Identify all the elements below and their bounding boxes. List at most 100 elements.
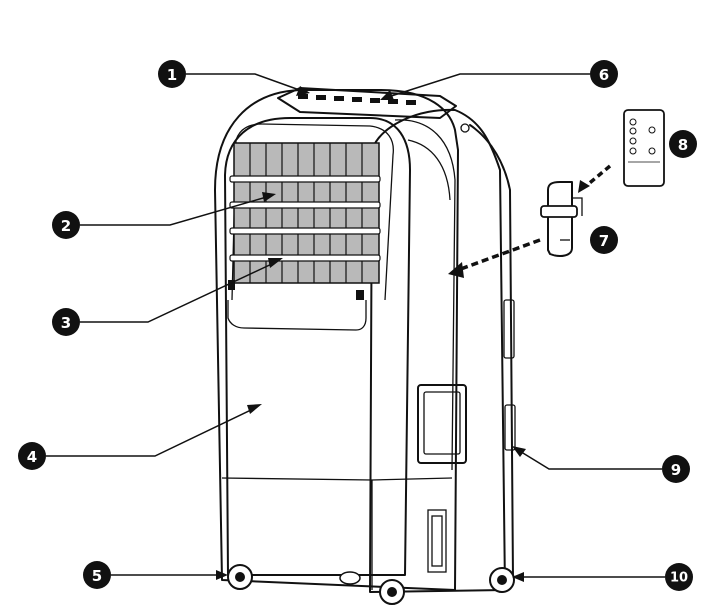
arrowhead (512, 446, 526, 457)
callout-number: 2 (61, 217, 71, 235)
remote-holder-strap (540, 205, 578, 218)
callout-number: 8 (678, 136, 688, 154)
remote-holder (540, 181, 583, 257)
leader-line-2 (80, 195, 271, 226)
leader-line-9 (517, 449, 662, 470)
wheel-hub (387, 587, 397, 597)
cooler-side-curve (394, 119, 456, 471)
water-level-window (431, 515, 443, 567)
callout-7: 7 (590, 226, 618, 254)
remote-power-icon (629, 118, 637, 126)
cooler-front-face (224, 117, 411, 576)
callout-number: 7 (599, 232, 609, 250)
remote-control (623, 109, 665, 187)
louver-grille (228, 142, 381, 300)
rear-handle-lower (504, 404, 516, 451)
callout-number: 10 (670, 571, 688, 586)
wheel-rear-left (339, 571, 361, 585)
callout-badge (662, 455, 690, 483)
wheel-hub (235, 572, 245, 582)
control-button (406, 100, 416, 105)
callout-3: 3 (52, 308, 80, 336)
dashed-arrow-holder-to-unit (457, 238, 541, 272)
remote-holder-body (547, 181, 573, 257)
cooler-side-panel (369, 108, 506, 593)
control-button (334, 96, 344, 101)
leader-line-6 (384, 73, 590, 99)
leader-line-1 (186, 73, 306, 93)
callout-number: 6 (599, 66, 609, 84)
callout-number: 9 (671, 461, 681, 479)
callout-2: 2 (52, 211, 80, 239)
wheel-hub (497, 575, 507, 585)
arrowhead (512, 572, 524, 582)
callout-badge (158, 60, 186, 88)
grille-frame (231, 123, 394, 301)
horizontal-vane (229, 227, 381, 235)
control-button (316, 95, 326, 100)
arrowhead (268, 258, 283, 268)
remote-swing-icon (648, 126, 656, 134)
callout-number: 5 (92, 567, 102, 585)
callout-badge (18, 442, 46, 470)
arrowhead (578, 180, 590, 193)
callout-8: 8 (669, 130, 697, 158)
cooler-side-highlight (407, 139, 451, 201)
water-tank-line (221, 477, 453, 481)
grille-clip-right (356, 290, 364, 300)
leader-arrowheads (216, 86, 526, 582)
control-button (352, 97, 362, 102)
callout-number: 3 (61, 314, 71, 332)
horizontal-vane (229, 254, 381, 262)
callout-badge (665, 563, 693, 591)
arrowhead (380, 90, 394, 100)
callout-badge (669, 130, 697, 158)
remote-cool-icon (648, 147, 656, 155)
callout-badge (590, 226, 618, 254)
leader-line-3 (80, 261, 277, 323)
dashed-arrow-remote-to-holder (584, 164, 612, 188)
leader-line-4 (46, 407, 256, 457)
control-button (370, 98, 380, 103)
rear-handle-upper (503, 299, 515, 359)
control-button (388, 99, 398, 104)
arrowhead (448, 262, 464, 278)
callout-1: 1 (158, 60, 186, 88)
castor-wheels (227, 564, 515, 605)
remote-mode-icon (629, 127, 637, 135)
cooler-rear-edge (469, 124, 514, 589)
louver-area (233, 142, 380, 284)
water-inlet-inner (423, 391, 461, 455)
leader-lines (46, 73, 665, 578)
callout-4: 4 (18, 442, 46, 470)
arrowhead (296, 86, 310, 96)
arrowhead (247, 404, 262, 414)
callout-badge (52, 211, 80, 239)
callout-badge (52, 308, 80, 336)
callout-9: 9 (662, 455, 690, 483)
arrowhead (216, 570, 228, 580)
top-knob (460, 123, 470, 133)
callout-10: 10 (665, 563, 693, 591)
remote-holder-clip (572, 197, 583, 216)
callout-badge (83, 561, 111, 589)
grille-clip-left (228, 280, 235, 290)
callout-5: 5 (83, 561, 111, 589)
horizontal-vane (229, 201, 381, 209)
callout-number: 1 (167, 66, 177, 84)
control-buttons (298, 94, 416, 105)
arrowhead (262, 192, 276, 202)
control-button (298, 94, 308, 99)
remote-speed-icon (629, 137, 637, 145)
water-level-indicator (427, 509, 447, 573)
air-cooler-unit (214, 87, 516, 605)
remote-control-body (623, 109, 665, 187)
callout-badge (590, 60, 618, 88)
remote-timer-icon (629, 147, 637, 155)
callout-6: 6 (590, 60, 618, 88)
horizontal-vane (229, 175, 381, 183)
dashed-arrows (448, 164, 612, 278)
water-inlet-door (417, 384, 467, 464)
front-panel-divider (227, 300, 367, 331)
